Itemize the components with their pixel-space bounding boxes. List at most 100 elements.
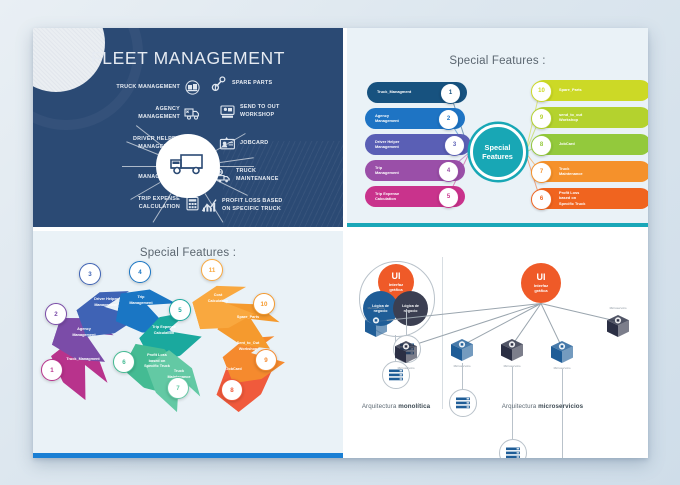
fleet-node-9: TRUCK MAINTENANCE xyxy=(215,168,333,184)
microservice-db-connector xyxy=(406,309,407,335)
feature-wedge-number-label: 10 xyxy=(260,300,268,308)
feature-wedge-number-9: 9 xyxy=(255,349,277,371)
jobcard-icon xyxy=(219,136,236,151)
feature-wedge-number-label: 3 xyxy=(88,270,92,278)
feature-wedge-label: JobCard xyxy=(226,367,242,371)
feature-wedge-label: Truck_Managment xyxy=(66,357,100,361)
architecture-divider xyxy=(442,257,443,409)
microservice-label: Microservicio xyxy=(367,306,385,310)
feature-pill-label: Driver Helper Management xyxy=(375,138,400,149)
microservice-cube-5[interactable] xyxy=(549,339,575,365)
feature-wedge-number-label: 7 xyxy=(176,384,180,392)
feature-wedge-number-2: 2 xyxy=(45,303,67,325)
feature-wedge-label: Truck Maintenance xyxy=(168,369,191,379)
feature-wedge-number-label: 2 xyxy=(54,310,58,318)
feature-number-9: 9 xyxy=(531,107,552,129)
feature-wedge-number-label: 11 xyxy=(208,266,216,274)
microservice-db-connector xyxy=(512,367,513,413)
fleet-node-2: AGENCY MANAGEMENT xyxy=(79,106,201,122)
microservice-cube-2[interactable] xyxy=(393,339,419,365)
feature-number-label: 3 xyxy=(452,142,457,148)
feature-wedge-label: Spare_Parts xyxy=(236,315,260,319)
agency-truck-icon xyxy=(184,106,201,121)
feature-wedge-number-label: 8 xyxy=(230,386,234,394)
feature-number-2: 2 xyxy=(438,108,459,130)
feature-number-label: 6 xyxy=(539,196,544,202)
panel-accent-bar xyxy=(347,223,648,227)
microservices-ui-circle: UI Interfaz gráfica xyxy=(521,263,561,303)
monolith-logic-right: Lógica de negocio xyxy=(393,291,428,326)
microservice-cube-4[interactable] xyxy=(499,337,525,363)
fleet-management-panel: FLEET MANAGEMENT TRUCK MANAGEMENT AGENCY … xyxy=(33,28,343,227)
feature-wedge-number-4: 4 xyxy=(129,261,151,283)
fleet-title: FLEET MANAGEMENT xyxy=(90,48,286,68)
fleet-node-label: PROFIT LOSS BASED ON SPECIFIC TRUCK xyxy=(222,198,283,212)
feature-pill-7[interactable]: Truck Maintenance xyxy=(533,160,648,182)
feature-number-label: 1 xyxy=(448,90,453,96)
feature-wedge-number-label: 4 xyxy=(138,268,142,276)
microservices-caption: Arquitectura microservicios xyxy=(455,403,630,410)
feature-number-1: 1 xyxy=(440,82,461,104)
microservice-cube-3[interactable] xyxy=(449,337,475,363)
feature-wedge-number-label: 9 xyxy=(264,356,268,364)
feature-pill-9[interactable]: send_to_out Workshop xyxy=(533,106,648,128)
feature-wedge-number-7: 7 xyxy=(167,377,189,399)
feature-wedge-label: Cost Calculation xyxy=(207,293,229,303)
feature-pill-8[interactable]: JobCard xyxy=(533,133,648,155)
microservices-ui-title: UI xyxy=(536,272,546,282)
microservices-ui-subtitle: Interfaz gráfica xyxy=(533,283,549,293)
microservices-caption-strong: microservicios xyxy=(538,403,584,410)
feature-number-label: 2 xyxy=(446,116,451,122)
fleet-node-1: TRUCK MANAGEMENT xyxy=(89,80,201,95)
monolith-caption-prefix: Arquitectura xyxy=(361,403,399,410)
special-features-wedges-title: Special Features : xyxy=(139,247,237,259)
microservice-db-connector xyxy=(562,369,563,458)
feature-number-5: 5 xyxy=(438,186,459,208)
feature-wedge-number-label: 1 xyxy=(50,366,54,374)
feature-number-label: 5 xyxy=(446,194,451,200)
fleet-node-label: SPARE PARTS xyxy=(232,79,273,86)
truck-icon xyxy=(168,151,208,182)
microservice-label: Microservicio xyxy=(553,366,571,370)
feature-wedge-number-label: 6 xyxy=(122,358,126,366)
feature-pill-label: JobCard xyxy=(559,141,575,147)
feature-number-label: 4 xyxy=(446,168,451,174)
feature-number-3: 3 xyxy=(444,134,465,156)
feature-wedge-number-3: 3 xyxy=(79,263,101,285)
feature-pill-label: Trip Management xyxy=(375,164,399,175)
feature-pill-label: Profit Loss based on Specific Truck xyxy=(559,189,586,206)
feature-pill-label: Agency Management xyxy=(375,112,399,123)
truck-fleet-icon xyxy=(184,80,201,95)
fleet-spoke xyxy=(220,166,254,167)
feature-wedge-label: Profit Loss based on Specific Truck xyxy=(144,353,170,368)
microservice-cube-1[interactable] xyxy=(363,313,389,339)
feature-wedge-label: Trip Management xyxy=(129,295,153,305)
calculator-icon xyxy=(184,196,201,211)
feature-wedge-number-6: 6 xyxy=(113,351,135,373)
fleet-node-5: TRIP EXPENSE CALCULATION xyxy=(83,196,201,212)
fleet-node-label: JOBCARD xyxy=(240,139,269,146)
feature-wedge-label: Driver Helper Management xyxy=(94,297,118,307)
feature-wedge-number-11: 11 xyxy=(201,259,223,281)
microservice-cube-6[interactable] xyxy=(605,313,631,339)
workshop-icon xyxy=(219,104,236,119)
fleet-node-label: TRUCK MAINTENANCE xyxy=(236,168,279,182)
microservice-label: Microservicio xyxy=(397,366,415,370)
feature-wedge-label: Trip Expense Calculation xyxy=(152,325,176,335)
feature-pill-label: Truck Maintenance xyxy=(559,165,583,176)
feature-pill-label: Trip Expense Calculation xyxy=(375,190,400,201)
feature-pill-label: send_to_out Workshop xyxy=(559,111,583,122)
microservices-caption-prefix: Arquitectura xyxy=(501,403,539,410)
feature-pill-10[interactable]: Spare_Parts xyxy=(533,79,648,101)
fleet-node-label: AGENCY MANAGEMENT xyxy=(138,106,180,120)
profit-loss-chart-icon xyxy=(201,198,218,213)
feature-pill-label: Truck_Managment xyxy=(377,89,412,95)
feature-pill-6[interactable]: Profit Loss based on Specific Truck xyxy=(533,187,648,209)
fleet-node-label: SEND TO OUT WORKSHOP xyxy=(240,104,280,118)
database-icon xyxy=(449,389,477,417)
feature-wedge-label: Agency Management xyxy=(72,327,96,337)
feature-wedge-number-8: 8 xyxy=(221,379,243,401)
fleet-node-8: JOBCARD xyxy=(219,136,331,151)
special-features-hub: Special Features xyxy=(469,124,526,180)
